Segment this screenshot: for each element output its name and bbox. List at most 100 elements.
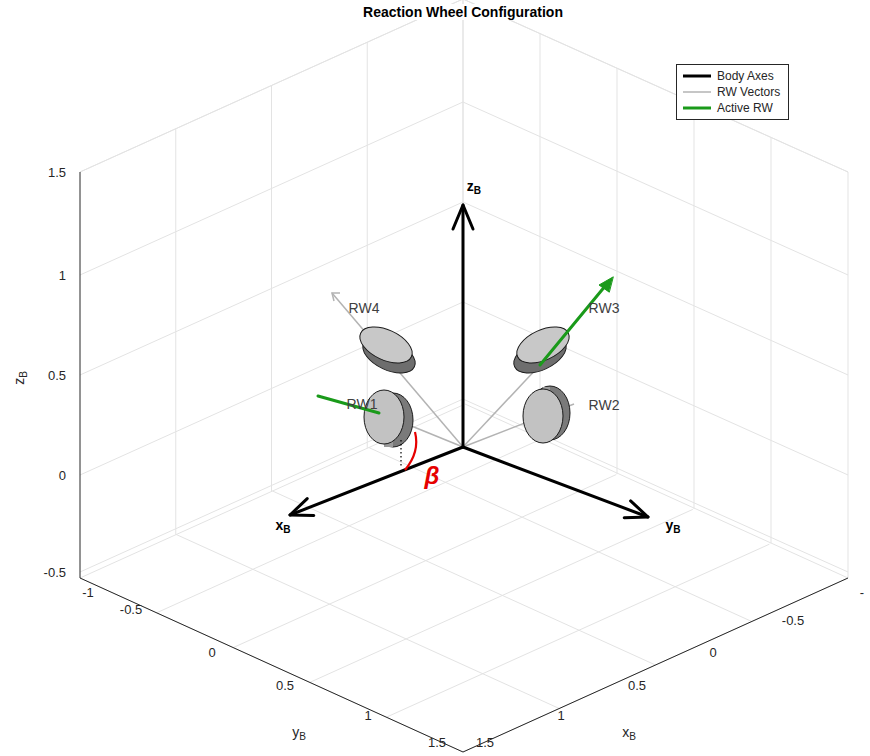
tick-label-group: - <box>860 586 864 599</box>
tick-label-group: 0 <box>59 469 66 482</box>
grid-line <box>771 137 772 543</box>
legend-line-sample <box>681 71 713 81</box>
axis-label-group: zB <box>12 371 29 385</box>
grid-line <box>271 86 272 492</box>
grid-line <box>463 0 848 172</box>
tick-label-group: 1.5 <box>48 166 66 179</box>
tick-label: 1.5 <box>476 735 494 750</box>
beta-angle <box>401 432 416 470</box>
grid-line <box>463 0 848 172</box>
tick-label: 0.5 <box>276 678 294 693</box>
tick-label-group: 1 <box>557 709 564 722</box>
grid-line <box>465 404 848 578</box>
grid-line <box>157 440 540 613</box>
tick-label: -0.5 <box>120 602 142 617</box>
grid-line <box>80 0 463 172</box>
axis-label: B <box>299 730 306 741</box>
grid-line <box>617 68 618 474</box>
angle-label-group: β <box>425 464 440 488</box>
body-axis-label: x <box>275 517 283 533</box>
legend-entry: Active RW <box>681 100 780 116</box>
axis-label: y <box>292 724 299 740</box>
grid-line <box>463 302 848 475</box>
tick-label-group: 0.5 <box>276 679 294 692</box>
tick-label: 1 <box>557 708 564 723</box>
tick-label-group: -0.5 <box>782 614 804 627</box>
tick-label-group: 1 <box>59 269 66 282</box>
angle-label: β <box>425 462 440 489</box>
tick-label: 0 <box>709 645 716 660</box>
wheel-label: RW2 <box>589 397 620 413</box>
legend-text: Active RW <box>717 101 773 115</box>
axis-label: B <box>629 730 636 741</box>
grid-line <box>310 509 693 682</box>
grid-line <box>176 535 559 709</box>
tick-label: 1 <box>59 268 66 283</box>
grid-line <box>463 399 848 572</box>
tick-label-group: 0 <box>208 646 215 659</box>
legend-text: Body Axes <box>717 69 774 83</box>
tick-label-group: 0.5 <box>48 369 66 382</box>
axis-label-group: xB <box>622 725 636 742</box>
legend-entry: Body Axes <box>681 68 780 84</box>
tick-label-group: 1.5 <box>476 736 494 749</box>
axis-label: x <box>622 724 629 740</box>
wheel-label-group: RW3 <box>589 301 620 315</box>
tick-label-group: 0.5 <box>628 679 646 692</box>
wheel-label-group: RW4 <box>349 301 380 315</box>
grid-line <box>386 544 769 717</box>
wheel-label-group: RW1 <box>347 397 378 411</box>
grid-line <box>848 172 849 578</box>
tick-label: -0.5 <box>782 613 804 628</box>
axis-label-group: yB <box>292 725 306 742</box>
grid-line <box>233 475 616 648</box>
grid-line <box>463 102 848 275</box>
grid-line <box>273 491 656 665</box>
legend-line-sample <box>681 103 713 113</box>
wheel-label: RW1 <box>347 396 378 412</box>
axis-edges <box>80 172 848 752</box>
wheel-label: RW4 <box>349 300 380 316</box>
tick-label: 0.5 <box>628 678 646 693</box>
grid-line <box>367 42 368 448</box>
tick-label: 0.5 <box>48 368 66 383</box>
legend-text: RW Vectors <box>717 85 780 99</box>
legend-entry: RW Vectors <box>681 84 780 100</box>
body-axis-label-group: xB <box>275 518 290 535</box>
tick-label-group: -1 <box>82 586 94 599</box>
body-axis-label-group: yB <box>665 518 680 535</box>
wheel-label: RW3 <box>589 300 620 316</box>
tick-label-group: 0 <box>709 646 716 659</box>
grid-line <box>694 103 695 509</box>
tick-label: 1.5 <box>428 735 446 750</box>
tick-label: -1 <box>82 585 94 600</box>
grid-line <box>175 129 176 535</box>
rw-vectors <box>332 293 574 447</box>
body-axis-label: y <box>665 517 673 533</box>
tick-label-group: 1.5 <box>428 736 446 749</box>
body-axis-label-group: zB <box>467 179 481 196</box>
grid-line <box>463 202 848 375</box>
legend-line-sample <box>681 87 713 97</box>
tick-label: 0 <box>208 645 215 660</box>
body-axis-label: B <box>283 523 290 534</box>
axis-label: z <box>11 378 27 385</box>
tick-label: -0.5 <box>44 565 66 580</box>
axis-label: B <box>17 371 28 378</box>
grid-lines <box>80 0 848 752</box>
body-axis-label: B <box>474 184 481 195</box>
tick-label: - <box>860 585 864 600</box>
tick-label-group: -0.5 <box>120 603 142 616</box>
body-axis-label: z <box>467 178 474 194</box>
legend-box: Body Axes RW VectorsActive RW <box>676 64 789 120</box>
tick-label-group: 1 <box>364 709 371 722</box>
body-axes <box>290 205 648 518</box>
tick-label-group: -0.5 <box>44 566 66 579</box>
body-axis-label: B <box>673 523 680 534</box>
tick-label: 1.5 <box>48 165 66 180</box>
active-rw-vectors <box>318 277 613 413</box>
tick-label: 0 <box>59 468 66 483</box>
chart-title: Reaction Wheel Configuration <box>359 4 567 20</box>
grid-line <box>369 448 752 622</box>
grid-line <box>540 34 541 440</box>
